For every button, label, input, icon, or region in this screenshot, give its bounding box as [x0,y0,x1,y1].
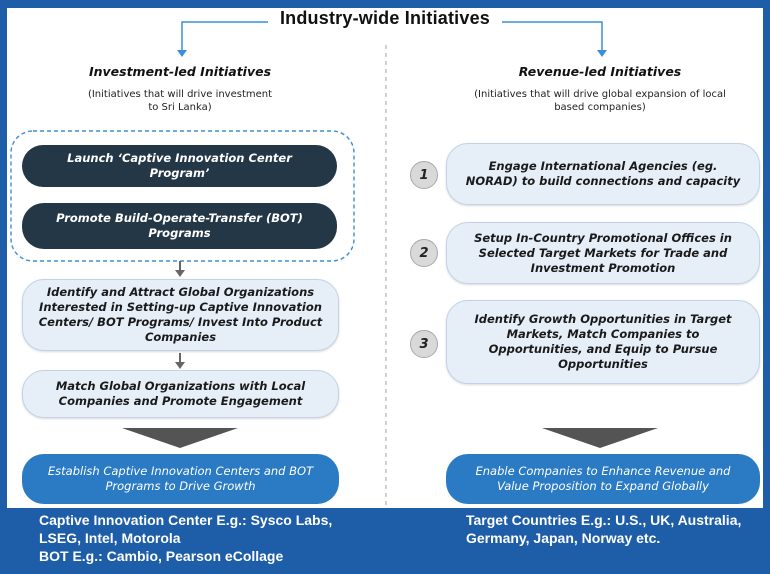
footer-left: Captive Innovation Center E.g.: Sysco La… [39,511,332,565]
launch-group-outline [10,130,355,262]
footer-left-line-2: LSEG, Intel, Motorola [39,530,181,546]
page-title: Industry-wide Initiatives [0,8,770,29]
footer-right-line-2: Germany, Japan, Norway etc. [466,530,661,546]
title-connector-right [482,21,603,52]
growth-opportunities-box: Identify Growth Opportunities in Target … [446,300,760,384]
arrow-1-head [175,270,185,277]
promote-bot-box: Promote Build-Operate-Transfer (BOT) Pro… [22,203,337,249]
identify-attract-box: Identify and Attract Global Organization… [22,279,339,351]
right-column-subheading: (Initiatives that will drive global expa… [430,88,770,114]
title-connector-left [181,21,290,52]
left-sub-line-2: to Sri Lanka) [148,102,212,113]
footer-right: Target Countries E.g.: U.S., UK, Austral… [466,511,741,547]
footer-left-line-1: Captive Innovation Center E.g.: Sysco La… [39,512,333,528]
right-outcome-box: Enable Companies to Enhance Revenue and … [446,454,760,504]
right-chevron [542,428,658,448]
right-sub-line-1: (Initiatives that will drive global expa… [474,89,726,100]
promotional-offices-box: Setup In-Country Promotional Offices in … [446,222,760,284]
left-sub-line-1: (Initiatives that will drive investment [87,89,273,100]
right-column-heading: Revenue-led Initiatives [518,64,682,79]
title-connector-left-arrow [177,50,187,57]
left-outcome-box: Establish Captive Innovation Centers and… [22,454,339,504]
left-chevron [122,428,238,448]
left-column-heading: Investment-led Initiatives [88,64,272,79]
footer-right-line-1: Target Countries E.g.: U.S., UK, Austral… [466,512,742,528]
left-column-subheading: (Initiatives that will drive investment … [30,88,330,114]
launch-captive-innovation-box: Launch ‘Captive Innovation Center Progra… [22,145,337,187]
step-number-3: 3 [410,330,438,358]
match-organizations-box: Match Global Organizations with Local Co… [22,370,339,418]
title-connector-right-arrow [597,50,607,57]
arrow-2-head [175,362,185,369]
step-number-1: 1 [410,161,438,189]
step-number-2: 2 [410,239,438,267]
page-title-text: Industry-wide Initiatives [267,8,503,28]
right-sub-line-2: based companies) [554,102,646,113]
footer-left-line-3: BOT E.g.: Cambio, Pearson eCollage [39,548,284,564]
engage-agencies-box: Engage International Agencies (eg. NORAD… [446,143,760,205]
